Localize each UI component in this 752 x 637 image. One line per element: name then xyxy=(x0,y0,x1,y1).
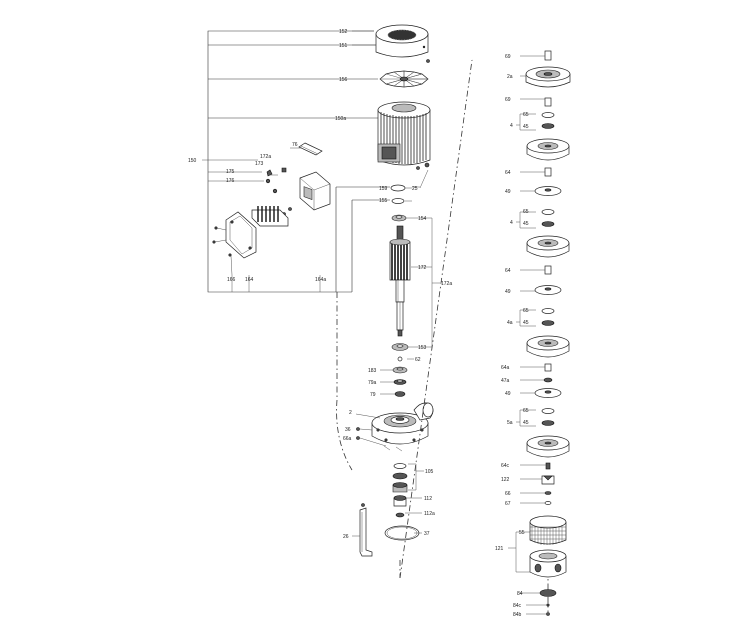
label-r5a: 5a xyxy=(507,420,513,426)
label-175: 175 xyxy=(226,169,235,175)
mechanical-seal xyxy=(392,463,408,518)
rotor-shaft xyxy=(389,225,411,337)
terminal-block xyxy=(251,206,289,227)
label-150: 150 xyxy=(188,158,197,164)
label-r45c: 45 xyxy=(523,320,529,326)
pump-stage-stack xyxy=(508,50,571,616)
label-164a: 164a xyxy=(315,277,326,283)
o-ring-37 xyxy=(384,525,420,541)
label-r84c: 84c xyxy=(513,603,522,609)
label-151: 151 xyxy=(339,43,348,49)
label-r65d: 65 xyxy=(523,408,529,414)
leader-frame-left xyxy=(202,30,390,293)
terminal-box xyxy=(265,142,331,216)
label-r69a: 69 xyxy=(505,54,511,60)
part-labels: 152 151 156 150a 150 172a 76 173 175 176… xyxy=(188,29,529,618)
seal-79 xyxy=(394,391,406,397)
label-173: 173 xyxy=(255,161,264,167)
label-r64a: 64 xyxy=(505,170,511,176)
label-37: 37 xyxy=(424,531,430,537)
seal-79a xyxy=(393,379,407,385)
label-r65a: 65 xyxy=(523,112,529,118)
label-r65c: 65 xyxy=(523,308,529,314)
label-r122: 122 xyxy=(501,477,510,483)
label-105: 105 xyxy=(425,469,434,475)
label-r66: 66 xyxy=(505,491,511,497)
label-66a: 66a xyxy=(343,436,352,442)
label-172a: 172a xyxy=(260,154,271,160)
label-62: 62 xyxy=(415,357,421,363)
terminal-cover-plate xyxy=(212,211,257,276)
label-r47a: 47a xyxy=(501,378,510,384)
label-164: 164 xyxy=(245,277,254,283)
center-axis-lines xyxy=(336,59,549,612)
o-ring-155 xyxy=(391,198,405,204)
label-79: 79 xyxy=(370,392,376,398)
label-r45a: 45 xyxy=(523,124,529,130)
bearing-154 xyxy=(391,214,407,222)
label-112: 112 xyxy=(424,496,432,502)
label-r64d: 64c xyxy=(501,463,510,469)
label-r64b: 64 xyxy=(505,268,511,274)
label-r64c: 64a xyxy=(501,365,510,371)
motor-housing xyxy=(377,101,431,170)
label-r67: 67 xyxy=(505,501,511,507)
label-25: 25 xyxy=(412,186,418,192)
label-166: 166 xyxy=(227,277,236,283)
o-ring-159 xyxy=(390,184,406,192)
label-r45b: 45 xyxy=(523,221,529,227)
label-r49a: 49 xyxy=(505,189,511,195)
cooling-fan xyxy=(379,70,429,88)
label-155: 155 xyxy=(379,198,388,204)
label-r4c: 4a xyxy=(507,320,513,326)
label-172: 172 xyxy=(418,265,427,271)
label-172a-rotor: 172a xyxy=(441,281,452,287)
label-r69b: 69 xyxy=(505,97,511,103)
pump-casing xyxy=(356,402,434,452)
label-r4a: 4 xyxy=(510,123,513,129)
label-183: 183 xyxy=(368,368,377,374)
label-112a: 112a xyxy=(424,511,435,517)
label-r84: 84 xyxy=(517,591,523,597)
label-159: 159 xyxy=(379,186,388,192)
label-36: 36 xyxy=(345,427,351,433)
label-r84b: 84b xyxy=(513,612,522,618)
label-153: 153 xyxy=(418,345,427,351)
label-r45d: 45 xyxy=(523,420,529,426)
seal-183 xyxy=(392,366,408,374)
label-r2a: 2a xyxy=(507,74,513,80)
support-bracket xyxy=(359,503,373,557)
leader-brackets-center xyxy=(270,30,440,537)
label-156: 156 xyxy=(339,77,348,83)
label-176: 176 xyxy=(226,178,235,184)
label-79a: 79a xyxy=(368,380,377,386)
label-154: 154 xyxy=(418,216,427,222)
bearing-153 xyxy=(391,343,409,351)
label-26: 26 xyxy=(343,534,349,540)
label-150a: 150a xyxy=(335,116,346,122)
label-152: 152 xyxy=(339,29,348,35)
label-r65b: 65 xyxy=(523,209,529,215)
label-r121: 121 xyxy=(495,546,504,552)
label-r4b: 4 xyxy=(510,220,513,226)
label-r49c: 49 xyxy=(505,391,511,397)
label-r55: 55 xyxy=(519,530,525,536)
label-76: 76 xyxy=(292,142,298,148)
label-r49b: 49 xyxy=(505,289,511,295)
fan-cover xyxy=(375,24,430,63)
washer-62 xyxy=(397,356,403,362)
label-2: 2 xyxy=(349,410,352,416)
